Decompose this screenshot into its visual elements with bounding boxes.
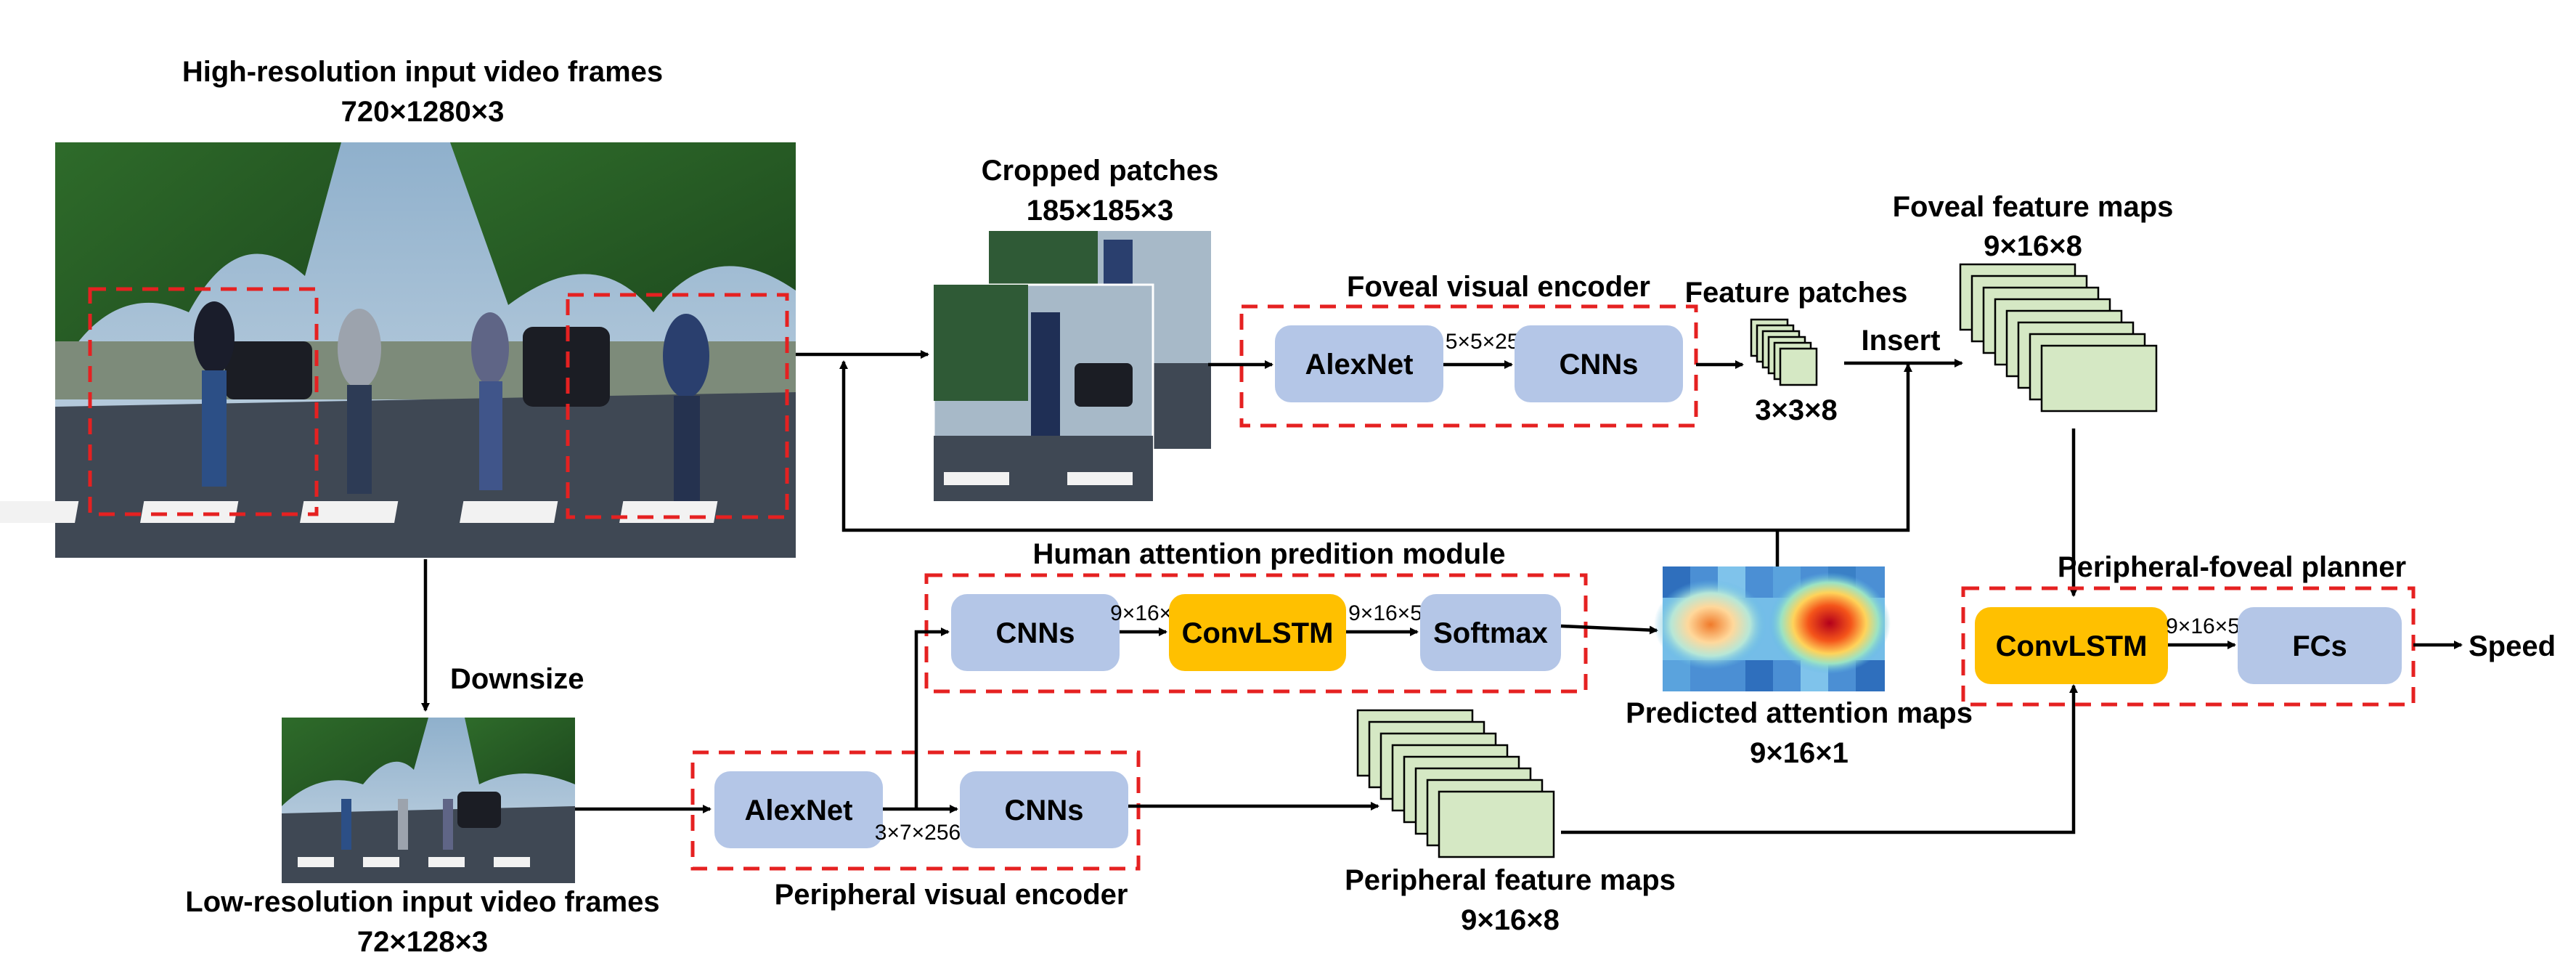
foveal-feature-maps-stack xyxy=(1959,263,2158,413)
attention-convlstm-box xyxy=(1169,594,1346,671)
peripheral-encoder-title: Peripheral visual encoder xyxy=(775,879,1128,911)
foveal-cnns-box xyxy=(1515,325,1683,402)
attention-convlstm-softmax-dim: 9×16×5 xyxy=(1348,601,1422,625)
attention-to-insert-arrow xyxy=(1777,363,1912,532)
peripheral-alexnet-box xyxy=(714,771,883,848)
hr-crop-box-right xyxy=(566,293,789,519)
peripheral-alexnet-label: AlexNet xyxy=(745,795,853,826)
speed-label: Speed xyxy=(2469,630,2556,662)
attention-convlstm-label: ConvLSTM xyxy=(1182,617,1334,649)
lr-frame-dim: 72×128×3 xyxy=(357,926,488,958)
hr-crop-box-left xyxy=(88,287,319,516)
insert-label: Insert xyxy=(1862,325,1941,357)
planner-convlstm-label: ConvLSTM xyxy=(1996,630,2148,662)
foveal-alexnet-box xyxy=(1275,325,1443,402)
planner-fcs-label: FCs xyxy=(2292,630,2347,662)
peripheral-cnns-box xyxy=(960,771,1128,848)
predicted-maps-title: Predicted attention maps xyxy=(1626,697,1973,729)
alexnet-to-attention-arrow xyxy=(914,627,950,809)
lr-frame-image xyxy=(282,718,575,883)
planner-title: Peripheral-foveal planner xyxy=(2058,551,2406,583)
softmax-to-attention-map-arrow xyxy=(1560,624,1658,635)
foveal-cnns-label: CNNs xyxy=(1560,349,1639,381)
predicted-maps-dim: 9×16×1 xyxy=(1750,737,1849,769)
peripheral-maps-dim: 9×16×8 xyxy=(1461,904,1560,936)
planner-convlstm-fcs-dim: 9×16×5 xyxy=(2166,614,2240,638)
foveal-encoder-title: Foveal visual encoder xyxy=(1347,271,1650,303)
attention-cnns-box xyxy=(951,594,1120,671)
foveal-alexnet-label: AlexNet xyxy=(1305,349,1414,381)
foveal-maps-dim: 9×16×8 xyxy=(1984,230,2082,262)
hr-frame-dim: 720×1280×3 xyxy=(341,96,505,128)
attention-feedback-arrow xyxy=(839,360,1777,532)
cropped-patches-dim: 185×185×3 xyxy=(1027,195,1173,227)
attention-cnns-label: CNNs xyxy=(996,617,1075,649)
attention-module-title: Human attention predition module xyxy=(1032,538,1505,570)
peripheral-maps-to-planner-arrow xyxy=(1561,684,2078,834)
downsize-label: Downsize xyxy=(450,663,584,695)
peripheral-cnns-label: CNNs xyxy=(1005,795,1084,826)
feature-patches-stack xyxy=(1750,318,1818,386)
hr-frame-title: High-resolution input video frames xyxy=(182,56,663,88)
foveal-maps-title: Foveal feature maps xyxy=(1893,191,2174,223)
feature-patches-title: Feature patches xyxy=(1685,277,1908,309)
attention-softmax-box xyxy=(1420,594,1561,671)
cropped-patches-title: Cropped patches xyxy=(982,155,1219,187)
peripheral-maps-title: Peripheral feature maps xyxy=(1345,864,1676,896)
attention-softmax-label: Softmax xyxy=(1433,617,1548,649)
lr-frame-title: Low-resolution input video frames xyxy=(185,886,659,918)
hr-frame-image xyxy=(0,142,796,558)
planner-fcs-box xyxy=(2238,607,2402,684)
planner-convlstm-box xyxy=(1975,607,2168,684)
predicted-attention-map xyxy=(1654,566,1891,691)
feature-patches-dim: 3×3×8 xyxy=(1755,394,1837,426)
cropped-patch-front xyxy=(932,283,1154,503)
peripheral-alexnet-cnns-dim: 3×7×256 xyxy=(875,821,961,845)
peripheral-feature-maps-stack xyxy=(1356,709,1555,858)
